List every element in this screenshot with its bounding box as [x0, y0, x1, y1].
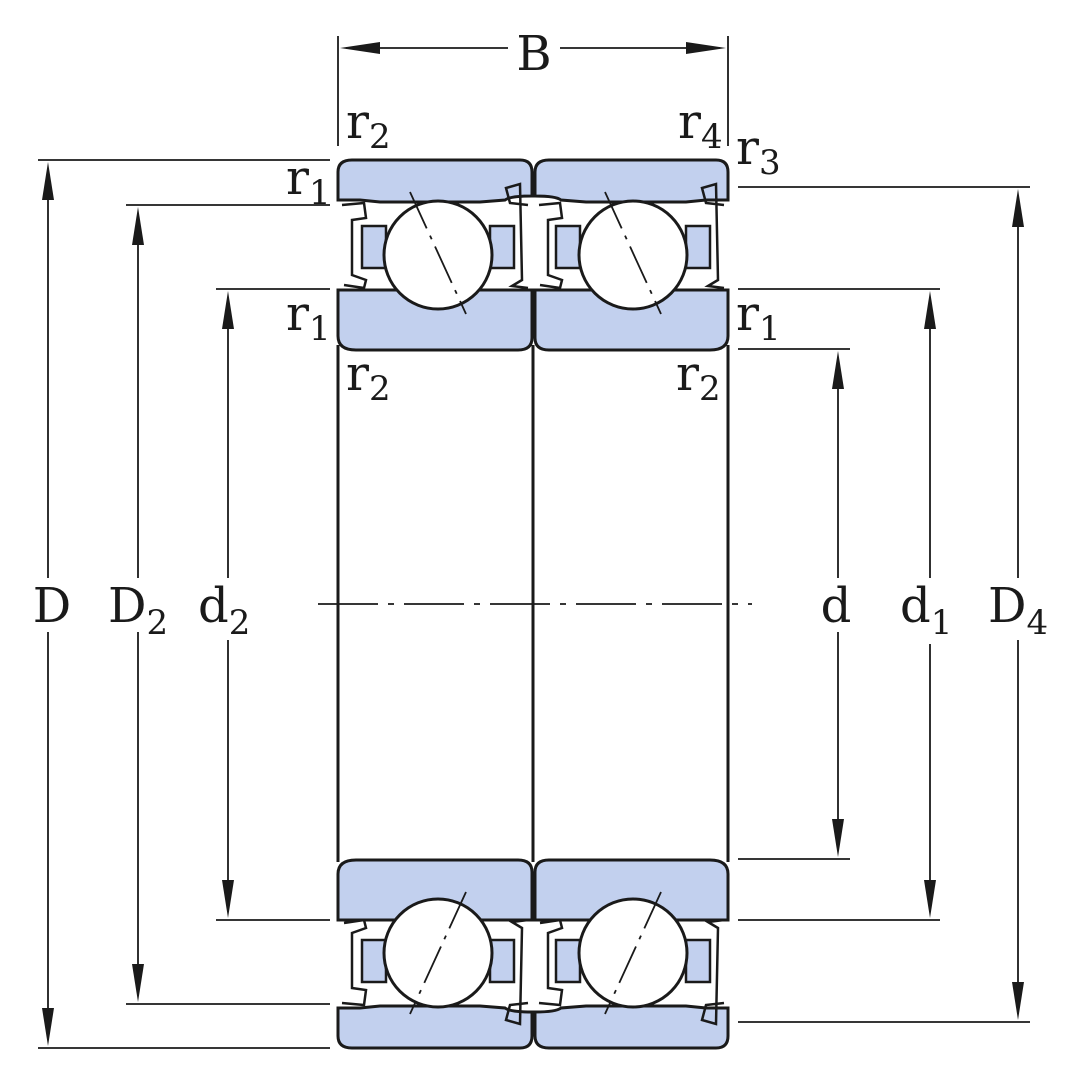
extension-lines — [38, 36, 1030, 1049]
label-r1-upper-left: r1 — [286, 150, 331, 213]
bottom-left-inner-ring — [336, 858, 534, 922]
dimension-D4 — [1012, 189, 1024, 1020]
label-r4-top-right: r4 — [678, 94, 723, 157]
bottom-right-bearing-section — [533, 858, 730, 1050]
bottom-right-inner-ring — [533, 858, 730, 922]
top-left-seal-left — [341, 201, 368, 290]
top-right-outer-ring — [533, 158, 730, 204]
bottom-right-cage-left — [554, 938, 582, 984]
bottom-left-bearing-section — [336, 858, 534, 1050]
label-r2-lower-right: r2 — [676, 346, 721, 409]
label-r3-top-right: r3 — [736, 120, 781, 183]
bottom-left-seal-left — [341, 918, 368, 1007]
label-d2: d2 — [198, 578, 250, 643]
top-right-inner-ring — [533, 288, 730, 352]
top-left-contact-line — [409, 191, 467, 315]
top-right-bearing-section — [533, 158, 730, 352]
top-right-seal-right — [700, 182, 725, 290]
label-r2-lower-left: r2 — [346, 346, 391, 409]
top-left-outer-ring — [336, 158, 534, 204]
label-D4: D4 — [988, 578, 1048, 643]
label-D2: D2 — [108, 578, 168, 643]
label-r1-mid-left: r1 — [286, 286, 331, 349]
bearing-body — [336, 158, 730, 1050]
bottom-left-contact-line — [409, 891, 467, 1015]
label-d: d — [821, 578, 852, 634]
bottom-right-outer-ring — [533, 1004, 730, 1050]
label-B: B — [516, 26, 551, 82]
top-right-cage-right — [684, 224, 712, 270]
bottom-right-seal-left — [538, 918, 564, 1007]
top-left-seal-right — [504, 182, 529, 290]
top-left-cage-right — [488, 224, 516, 270]
top-left-cage-left — [360, 224, 388, 270]
top-left-bearing-section — [336, 158, 534, 352]
dimension-d — [832, 351, 844, 857]
dimension-d2 — [222, 291, 234, 918]
top-right-seal-left — [538, 201, 564, 290]
dimension-d1 — [924, 291, 936, 918]
bottom-right-cage-right — [684, 938, 712, 984]
bottom-left-seal-right — [504, 918, 529, 1026]
bottom-left-outer-ring — [336, 1004, 534, 1050]
dimension-B — [340, 42, 726, 54]
dimension-D — [42, 162, 54, 1046]
label-r1-mid-right: r1 — [736, 286, 781, 349]
top-right-contact-line — [604, 191, 662, 315]
bottom-right-contact-line — [604, 891, 662, 1015]
bottom-left-cage-right — [488, 938, 516, 984]
label-r2-top-left: r2 — [346, 94, 391, 157]
label-d1: d1 — [900, 578, 952, 643]
bottom-right-seal-right — [700, 918, 725, 1026]
dimension-D2 — [132, 207, 144, 1002]
label-D: D — [33, 578, 71, 634]
top-left-inner-ring — [336, 288, 534, 352]
top-right-cage-left — [554, 224, 582, 270]
bottom-left-cage-left — [360, 938, 388, 984]
